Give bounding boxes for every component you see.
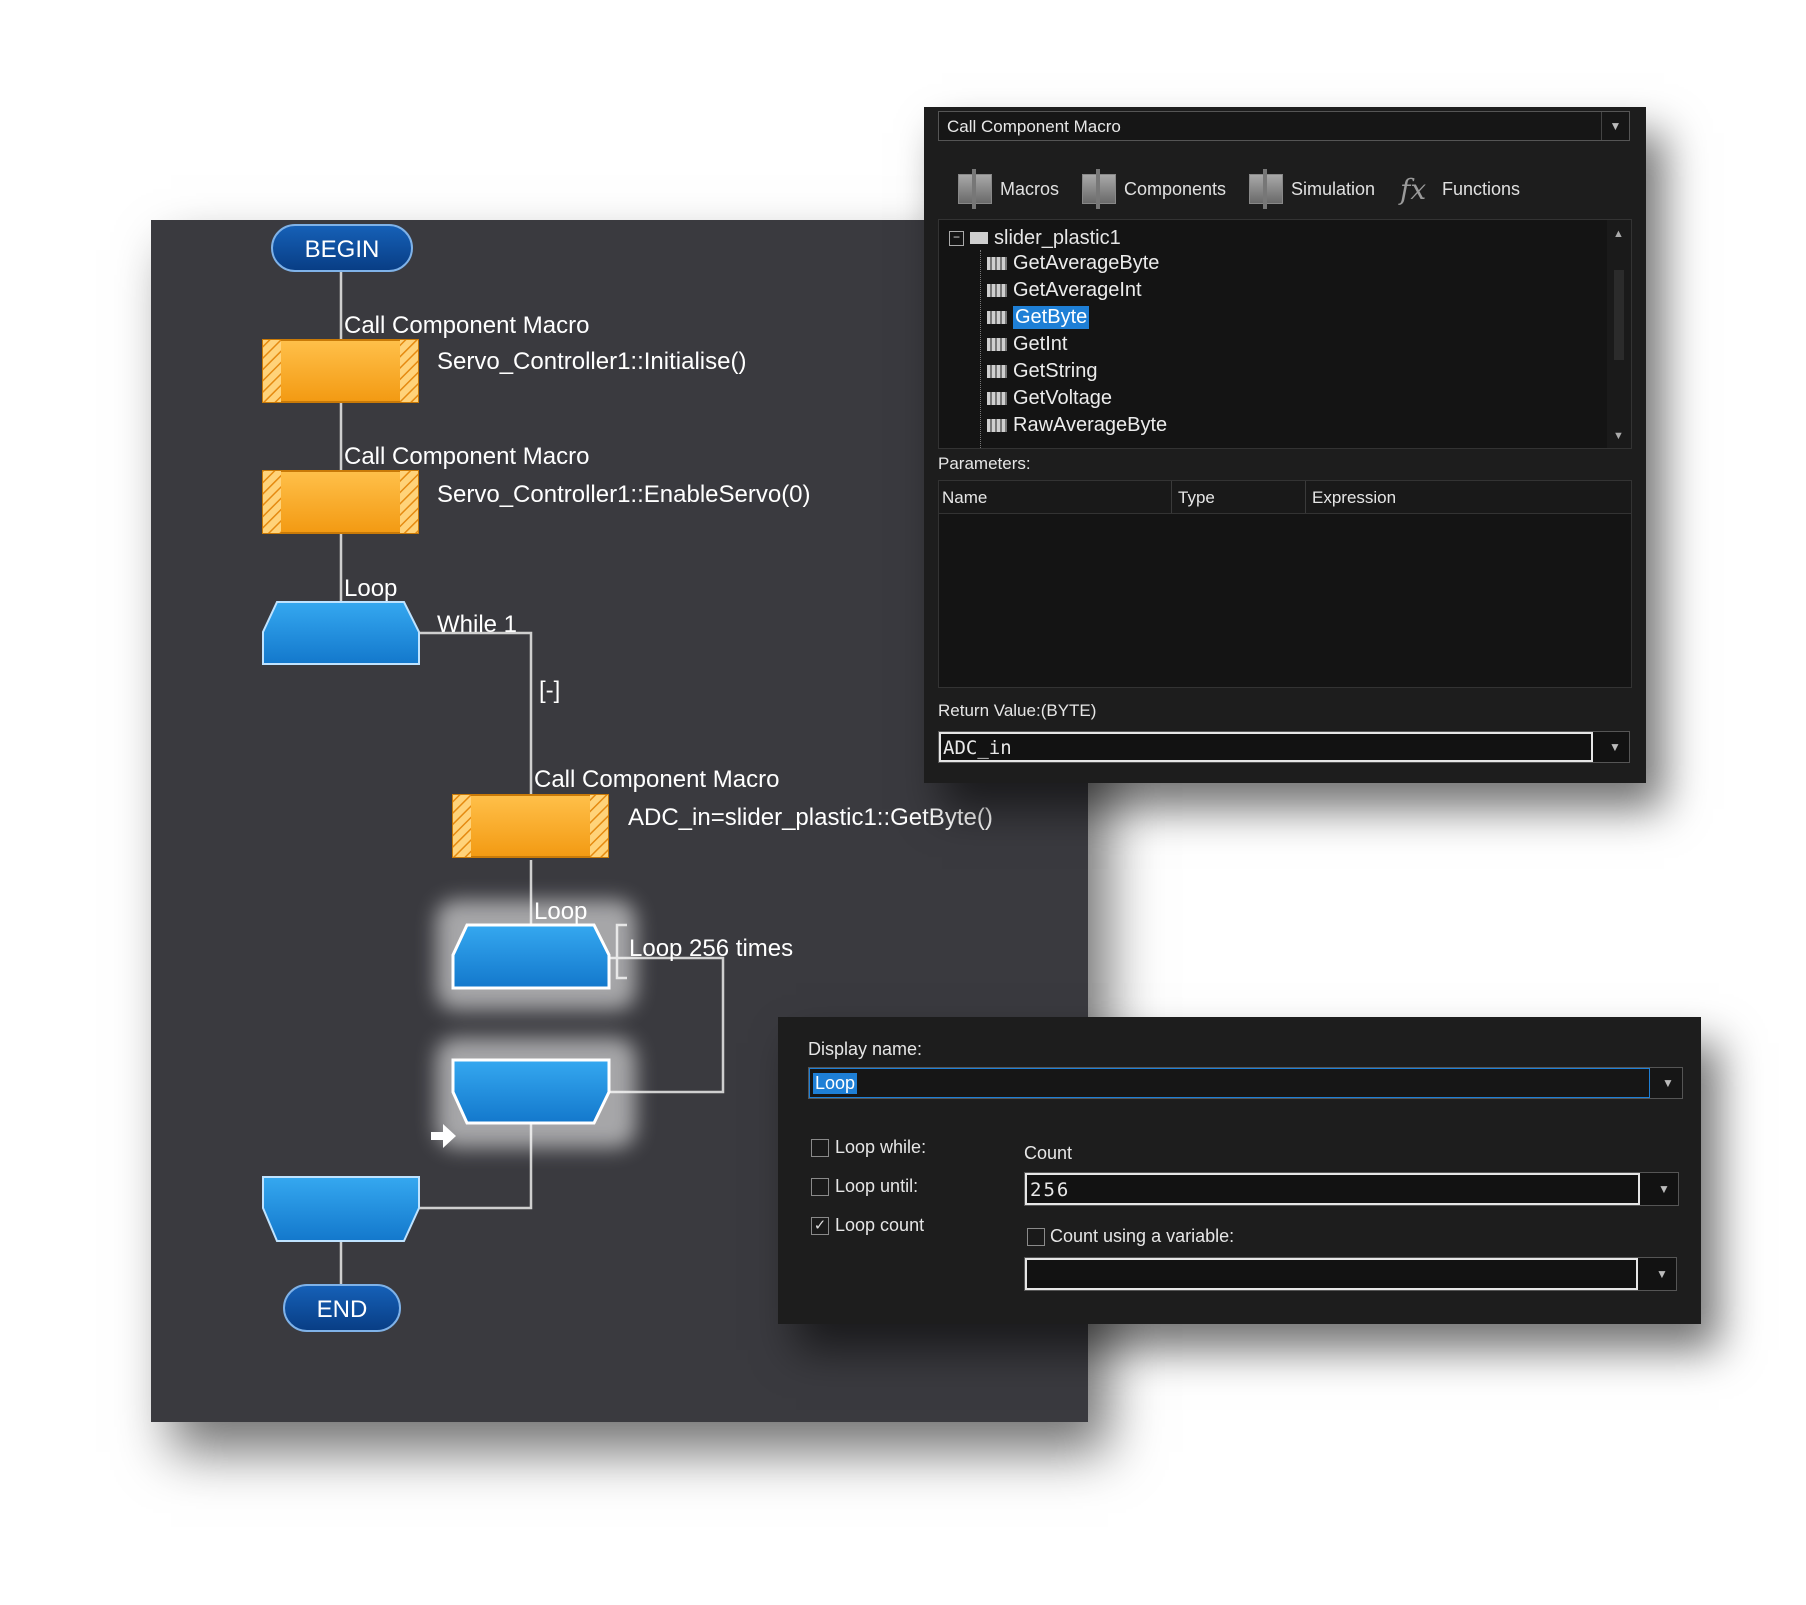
loop-count-label: Loop count: [835, 1215, 925, 1235]
loop2-condition: Loop 256 times: [629, 935, 793, 962]
macro-icon: [987, 338, 1007, 351]
parameters-table[interactable]: Name Type Expression: [938, 480, 1632, 688]
count-input[interactable]: 256 ▼: [1024, 1172, 1679, 1206]
loop-until-checkbox[interactable]: [811, 1178, 829, 1196]
folder-icon: [970, 232, 988, 244]
return-value-field[interactable]: ADC_in ▼: [938, 731, 1630, 763]
macro2-detail: Servo_Controller1::EnableServo(0): [437, 481, 811, 508]
loop-start-block-1[interactable]: [262, 601, 420, 665]
tab-simulation[interactable]: Simulation: [1249, 169, 1375, 209]
call-macro-properties-panel: Call Component Macro ▼ Macros Components…: [924, 107, 1646, 783]
macro-icon: [987, 365, 1007, 378]
macro-icon: [987, 284, 1007, 297]
chevron-down-icon[interactable]: ▼: [1656, 1267, 1668, 1281]
tree-item[interactable]: GetString: [987, 358, 1097, 385]
begin-label: BEGIN: [305, 236, 380, 263]
macro-tree[interactable]: − slider_plastic1 GetAverageByte GetAver…: [938, 219, 1632, 449]
macro2-type-label: Call Component Macro: [344, 443, 589, 470]
chevron-down-icon[interactable]: ▼: [1601, 112, 1629, 140]
loop1-type-label: Loop: [344, 575, 397, 602]
loop-end-block-2[interactable]: [451, 1058, 611, 1125]
macro-icon: [987, 311, 1007, 324]
display-name-label: Display name:: [808, 1039, 923, 1059]
tab-functions[interactable]: fx Functions: [1400, 169, 1520, 209]
display-name-input[interactable]: Loop ▼: [808, 1067, 1683, 1099]
count-value: 256: [1030, 1179, 1071, 1201]
tab-functions-label: Functions: [1442, 178, 1521, 199]
tree-item[interactable]: GetAverageInt: [987, 277, 1142, 304]
loop-properties-panel: Display name: Loop ▼ Loop while: Loop un…: [778, 1017, 1701, 1324]
scroll-down-icon[interactable]: ▼: [1613, 430, 1624, 442]
loop1-collapse-toggle[interactable]: [-]: [539, 677, 560, 704]
loop1-condition: While 1: [437, 611, 517, 638]
begin-terminal[interactable]: BEGIN: [271, 224, 413, 272]
tree-root[interactable]: − slider_plastic1: [949, 226, 1121, 250]
return-value-label: Return Value:(BYTE): [938, 701, 1097, 720]
tree-scrollbar[interactable]: ▲ ▼: [1607, 220, 1631, 448]
tree-root-label: slider_plastic1: [994, 226, 1121, 249]
chevron-down-icon[interactable]: ▼: [1609, 740, 1621, 754]
macro-icon: [987, 257, 1007, 270]
count-using-variable-label: Count using a variable:: [1050, 1226, 1235, 1246]
count-using-variable-checkbox[interactable]: [1027, 1228, 1045, 1246]
component-icon: [1082, 169, 1116, 209]
tree-item[interactable]: GetAverageByte: [987, 250, 1159, 277]
loop-end-block-1[interactable]: [262, 1176, 420, 1242]
count-variable-input[interactable]: ▼: [1024, 1257, 1677, 1291]
macro-icon: [987, 419, 1007, 432]
column-header-expression: Expression: [1312, 488, 1397, 507]
command-type-dropdown[interactable]: Call Component Macro ▼: [938, 111, 1630, 141]
collapse-icon[interactable]: −: [949, 230, 964, 246]
column-header-type: Type: [1178, 488, 1215, 507]
display-name-value: Loop: [813, 1073, 858, 1094]
tree-item[interactable]: GetInt: [987, 331, 1067, 358]
column-header-name: Name: [942, 488, 988, 507]
macro3-type-label: Call Component Macro: [534, 766, 779, 793]
tab-components[interactable]: Components: [1082, 169, 1226, 209]
end-label: END: [317, 1296, 368, 1323]
chevron-down-icon[interactable]: ▼: [1662, 1076, 1674, 1090]
tab-macros[interactable]: Macros: [958, 169, 1059, 209]
call-macro-block-2[interactable]: [262, 470, 419, 534]
macro3-detail: ADC_in=slider_plastic1::GetByte(): [628, 804, 993, 831]
loop-while-label: Loop while:: [835, 1137, 927, 1157]
loop-until-label: Loop until:: [835, 1176, 919, 1196]
flowchart-diagram: BEGIN Call Component Macro Servo_Control…: [262, 224, 993, 1332]
command-type-value: Call Component Macro: [947, 117, 1121, 136]
macro-icon: [987, 392, 1007, 405]
parameters-label: Parameters:: [938, 454, 1031, 473]
loop2-type-label: Loop: [534, 898, 587, 925]
tree-item[interactable]: RawAverageByte: [987, 412, 1167, 439]
loop-count-checkbox[interactable]: ✓: [811, 1217, 829, 1235]
count-label: Count: [1024, 1143, 1073, 1163]
component-icon: [958, 169, 992, 209]
call-macro-block-3[interactable]: [452, 794, 609, 858]
parameters-header: Name Type Expression: [939, 481, 1631, 514]
tab-simulation-label: Simulation: [1291, 178, 1376, 199]
macro1-detail: Servo_Controller1::Initialise(): [437, 348, 746, 375]
component-icon: [1249, 169, 1283, 209]
macro1-type-label: Call Component Macro: [344, 312, 589, 339]
tree-item-selected[interactable]: GetByte: [987, 304, 1090, 331]
tree-item[interactable]: GetVoltage: [987, 385, 1112, 412]
fx-icon: fx: [1400, 172, 1427, 206]
scroll-thumb[interactable]: [1614, 270, 1624, 360]
tab-components-label: Components: [1124, 178, 1227, 199]
insert-arrow-icon: [431, 1124, 456, 1148]
loop-while-checkbox[interactable]: [811, 1139, 829, 1157]
chevron-down-icon[interactable]: ▼: [1658, 1182, 1670, 1196]
scroll-up-icon[interactable]: ▲: [1613, 228, 1624, 240]
loop-start-block-2[interactable]: [451, 923, 611, 990]
return-value-text: ADC_in: [943, 737, 1012, 759]
call-macro-block-1[interactable]: [262, 339, 419, 403]
tab-macros-label: Macros: [1000, 178, 1060, 199]
end-terminal[interactable]: END: [283, 1284, 401, 1332]
